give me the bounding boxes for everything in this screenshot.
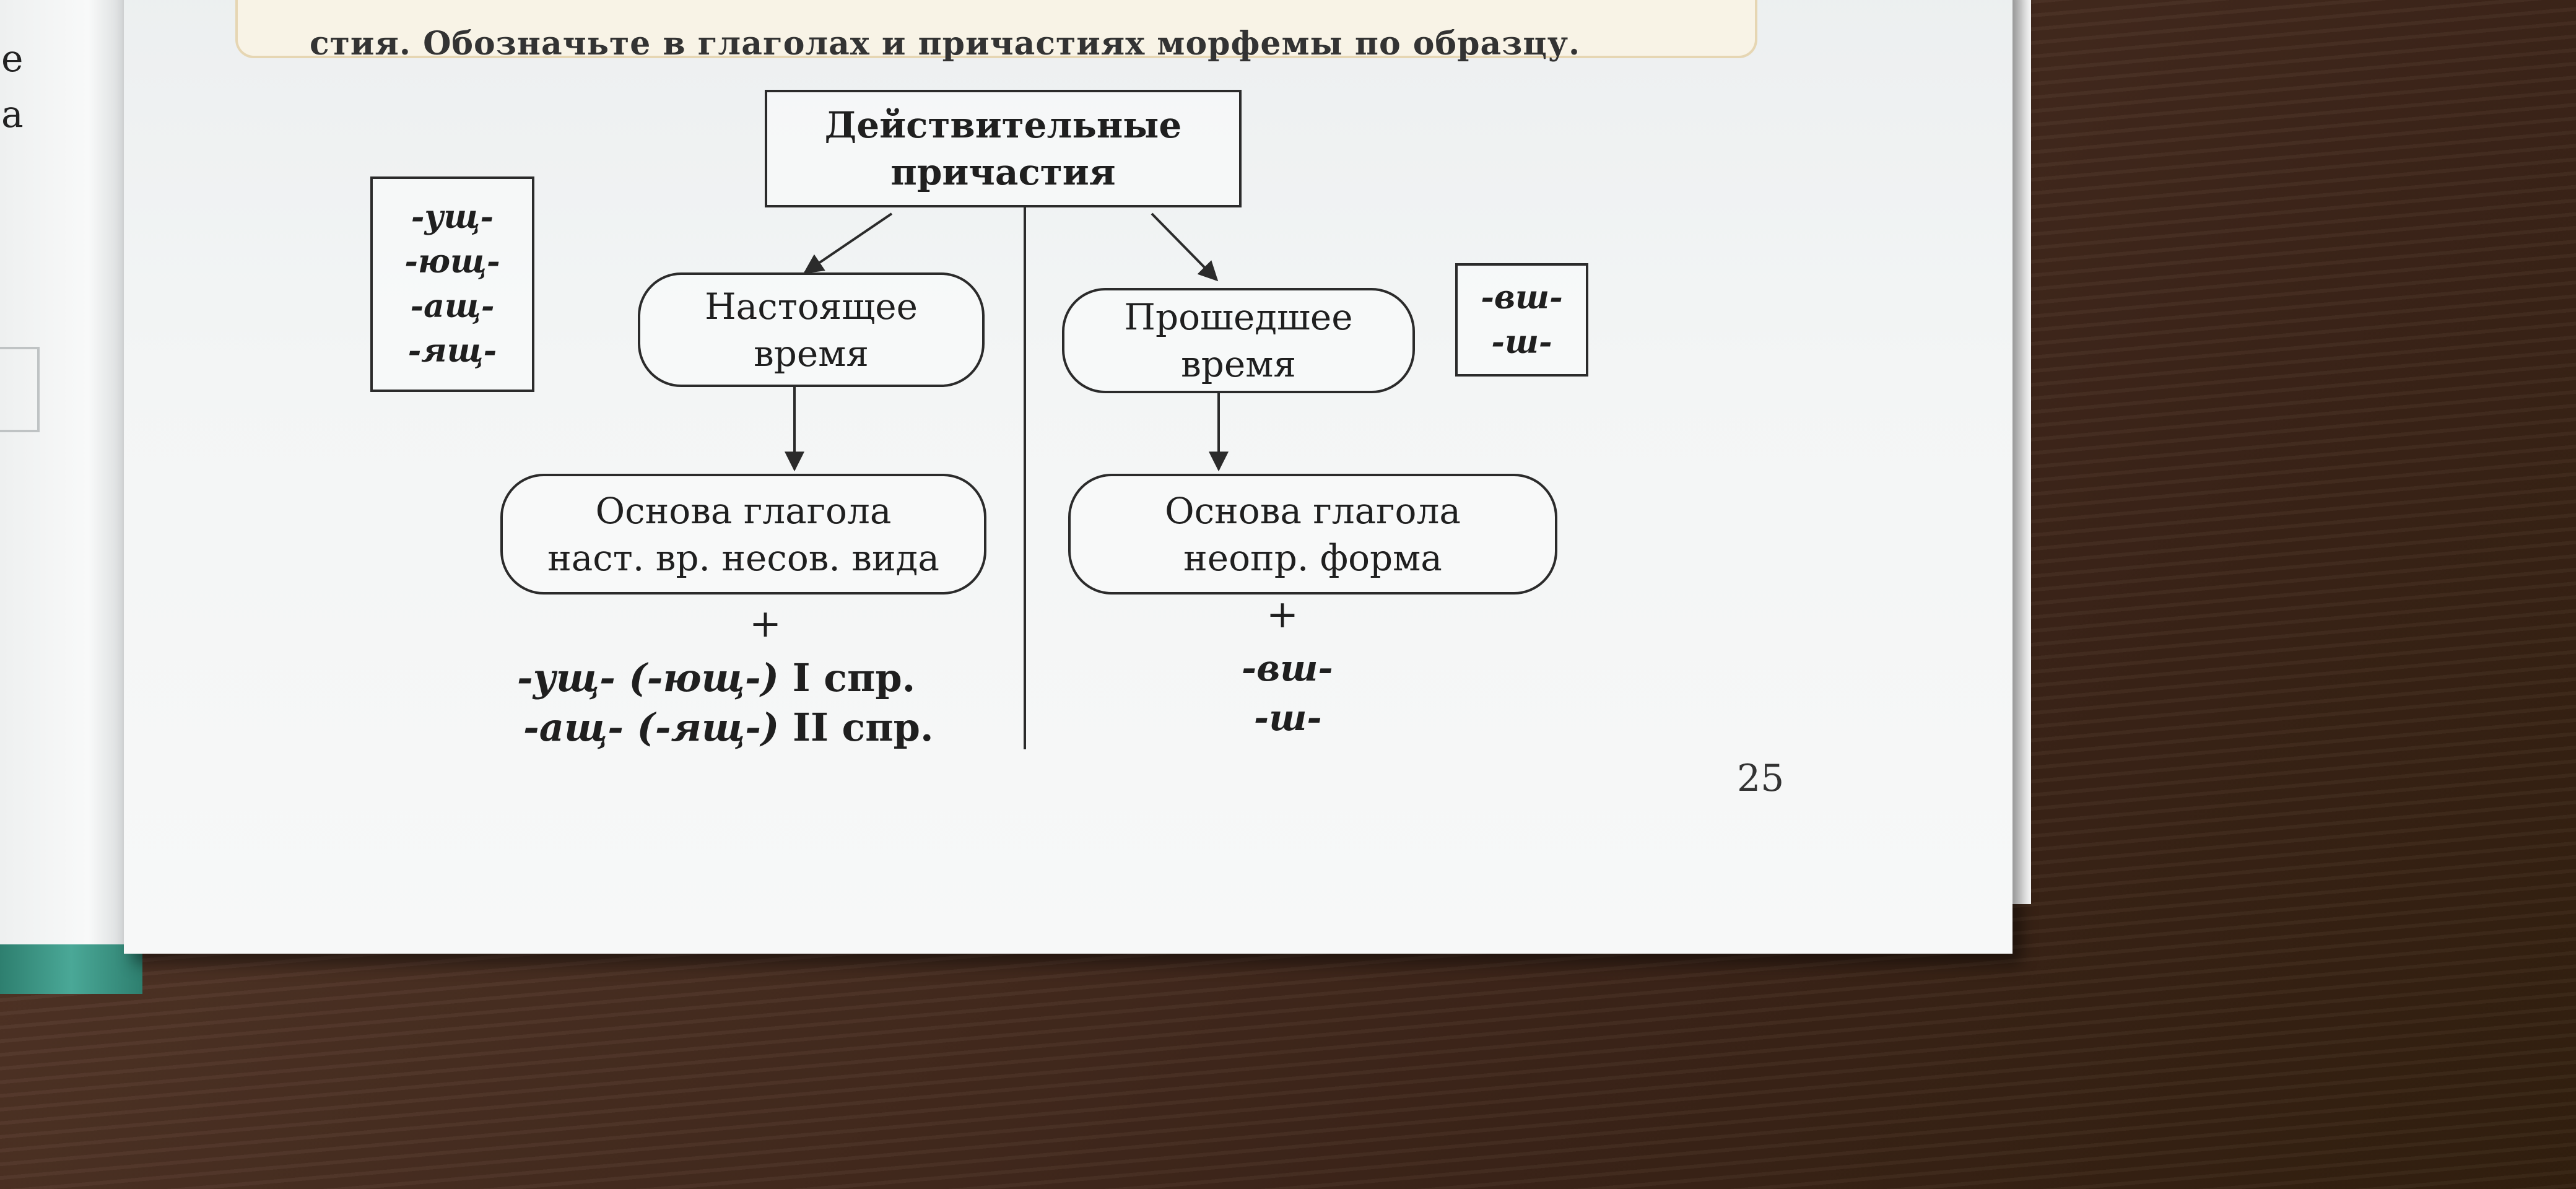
present-title-line-2: время — [754, 332, 869, 375]
present-suffix: -ющ- — [404, 243, 500, 281]
root-line-1: Действительные — [824, 104, 1182, 146]
present-rule-2: -ащ- (-ящ-) II спр. — [523, 705, 934, 750]
past-tense-box: Прошедшее время — [1062, 288, 1415, 393]
past-base-line-2: неопр. форма — [1183, 536, 1442, 579]
past-rule-2: -ш- — [1254, 697, 1322, 739]
present-base-line-2: наст. вр. несов. вида — [547, 536, 939, 579]
left-page-letter-fragment: е — [1, 37, 24, 81]
past-rule-1: -вш- — [1242, 647, 1333, 689]
root-line-2: причастия — [890, 151, 1116, 193]
present-suffix-box: -ущ- -ющ- -ащ- -ящ- — [370, 176, 534, 392]
past-suffix: -вш- — [1481, 278, 1563, 316]
present-title-line-1: Настоящее — [705, 285, 918, 328]
present-tense-box: Настоящее время — [638, 272, 985, 387]
exercise-box — [235, 0, 1757, 58]
present-rule-1-conj: I спр. — [792, 655, 916, 700]
arrow-root-to-past — [1151, 212, 1219, 282]
past-title-line-2: время — [1181, 343, 1296, 385]
past-base-line-1: Основа глагола — [1165, 489, 1461, 532]
past-base-box: Основа глагола неопр. форма — [1068, 474, 1557, 594]
page-number: 25 — [1737, 757, 1785, 800]
left-page-box-fragment — [0, 347, 40, 432]
present-rule-1-suffix: -ущ- (-ющ-) — [517, 655, 780, 700]
present-suffix: -ущ- — [411, 198, 494, 236]
book-cover-edge — [0, 944, 142, 994]
exercise-instruction: стия. Обозначьте в глаголах и причастиях… — [310, 25, 1581, 63]
left-page: е а — [0, 0, 127, 966]
past-suffix: -ш- — [1491, 323, 1552, 361]
past-plus: + — [1266, 591, 1299, 637]
present-base-line-1: Основа глагола — [595, 489, 892, 532]
present-suffix: -ящ- — [407, 332, 497, 370]
present-base-box: Основа глагола наст. вр. несов. вида — [500, 474, 986, 594]
arrow-root-to-present — [803, 212, 893, 274]
root-box: Действительные причастия — [765, 90, 1242, 207]
present-rule-2-conj: II спр. — [792, 705, 934, 750]
present-plus: + — [749, 601, 781, 646]
present-rule-2-suffix: -ащ- (-ящ-) — [523, 705, 780, 750]
present-suffix: -ащ- — [410, 287, 495, 325]
past-suffix-box: -вш- -ш- — [1455, 263, 1588, 377]
left-page-letter-fragment: а — [1, 93, 24, 136]
past-title-line-1: Прошедшее — [1124, 296, 1353, 338]
present-rule-1: -ущ- (-ющ-) I спр. — [517, 655, 915, 700]
